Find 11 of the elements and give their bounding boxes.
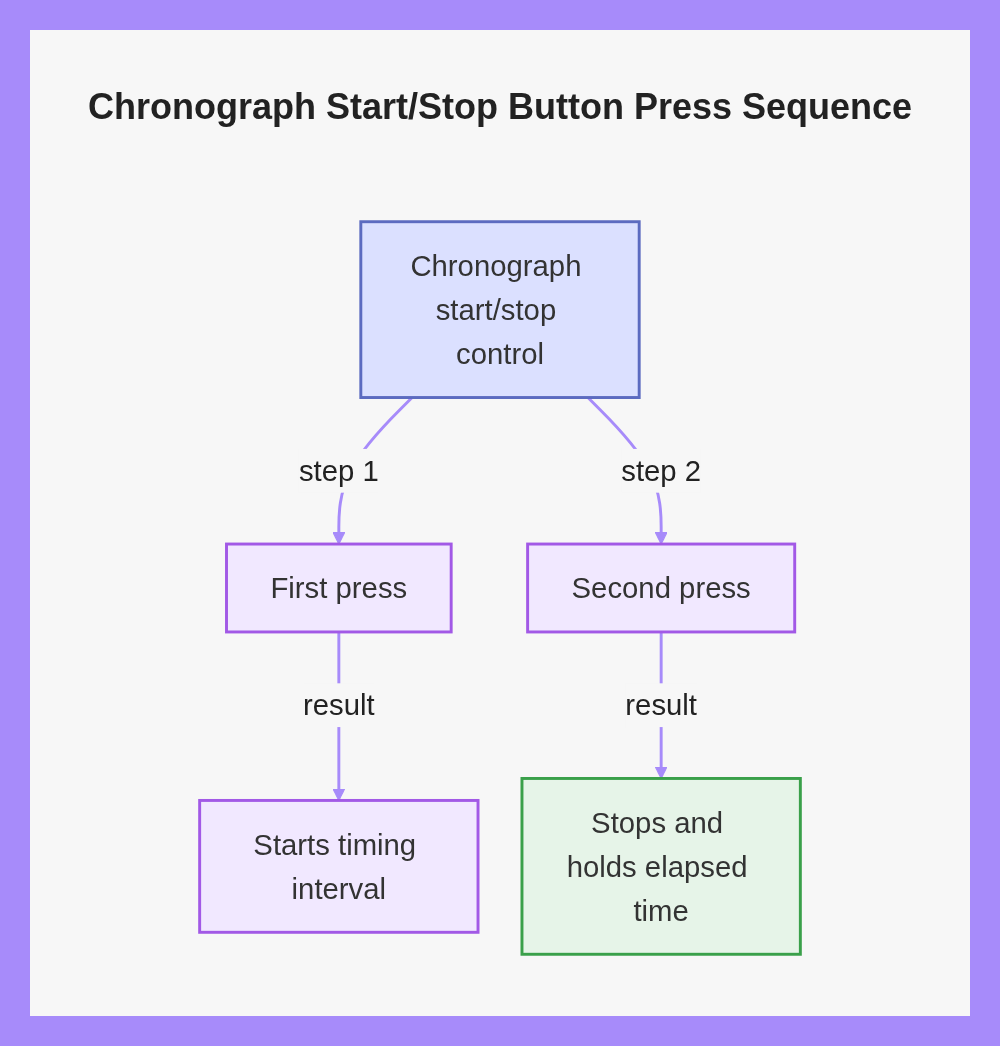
node-box xyxy=(198,798,480,934)
edge-label: step 1 xyxy=(298,454,379,487)
edge-label: result xyxy=(303,689,375,722)
node-box xyxy=(526,542,797,634)
node-box xyxy=(225,542,453,634)
page-background: Chronograph Start/Stop Button Press Sequence step 1 step 2 result result Chronograph start/stop control First press Second press Starts timing interval Stops and holds elapsed time xyxy=(30,30,970,1016)
node-box xyxy=(520,777,802,956)
node-box xyxy=(359,220,641,399)
diagram-title: Chronograph Start/Stop Button Press Sequence xyxy=(86,85,914,129)
edge-label: step 2 xyxy=(621,454,702,487)
edge-label: result xyxy=(625,689,697,722)
